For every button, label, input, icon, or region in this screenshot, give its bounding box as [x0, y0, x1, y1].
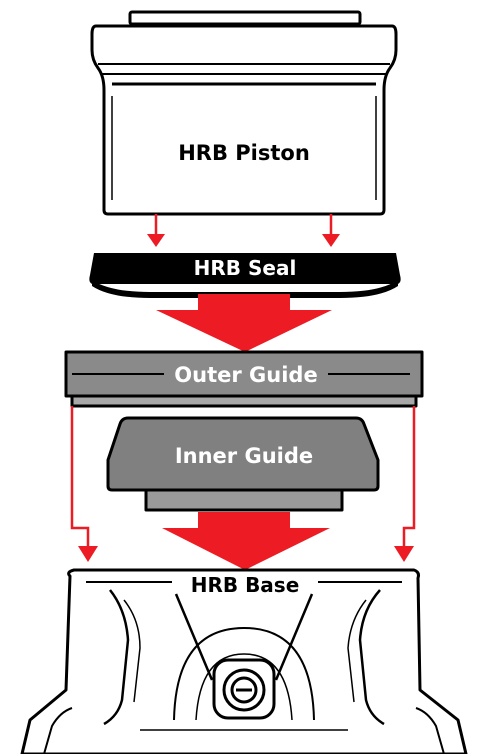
base-arch — [173, 627, 315, 721]
base-label: HRB Base — [191, 573, 300, 597]
inner-guide — [106, 416, 380, 512]
piston-label: HRB Piston — [178, 141, 310, 165]
hrb-seal — [89, 253, 401, 298]
seal-lip — [92, 280, 398, 298]
inner-guide-base-step — [144, 488, 344, 512]
l-arrow-left-path — [70, 406, 90, 548]
big-arrow-seal-to-outer-guide — [156, 294, 332, 352]
piston-top-cap — [128, 10, 362, 26]
outer-guide-label: Outer Guide — [174, 363, 317, 387]
small-arrow-right-head — [322, 234, 340, 247]
outer-guide — [64, 350, 424, 408]
seal-body — [89, 253, 401, 284]
inner-guide-body — [106, 416, 380, 492]
base-rib-left — [103, 589, 130, 726]
base-arch-inner — [195, 653, 293, 721]
l-arrow-right-path — [402, 406, 416, 548]
small-arrow-left-head — [147, 234, 165, 247]
base-foot-right — [415, 707, 445, 754]
l-arrow-left-head — [78, 546, 98, 562]
base-rib-left-inner — [123, 599, 141, 703]
hrb-piston — [90, 10, 398, 216]
base-foot-left — [43, 707, 73, 754]
base-rib-right — [358, 589, 385, 726]
big-arrow-inner-guide-to-base — [162, 512, 330, 570]
inner-guide-label: Inner Guide — [175, 444, 313, 468]
base-strut-left — [174, 593, 214, 681]
hrb-base — [20, 568, 468, 754]
piston-body — [90, 24, 398, 216]
piston-to-seal-arrows — [147, 214, 340, 247]
base-rib-right-inner — [347, 599, 367, 703]
seal-label: HRB Seal — [194, 256, 297, 280]
l-arrow-right-head — [394, 546, 414, 562]
outer-guide-to-base-arrows — [70, 406, 416, 548]
base-strut-right — [274, 593, 314, 681]
